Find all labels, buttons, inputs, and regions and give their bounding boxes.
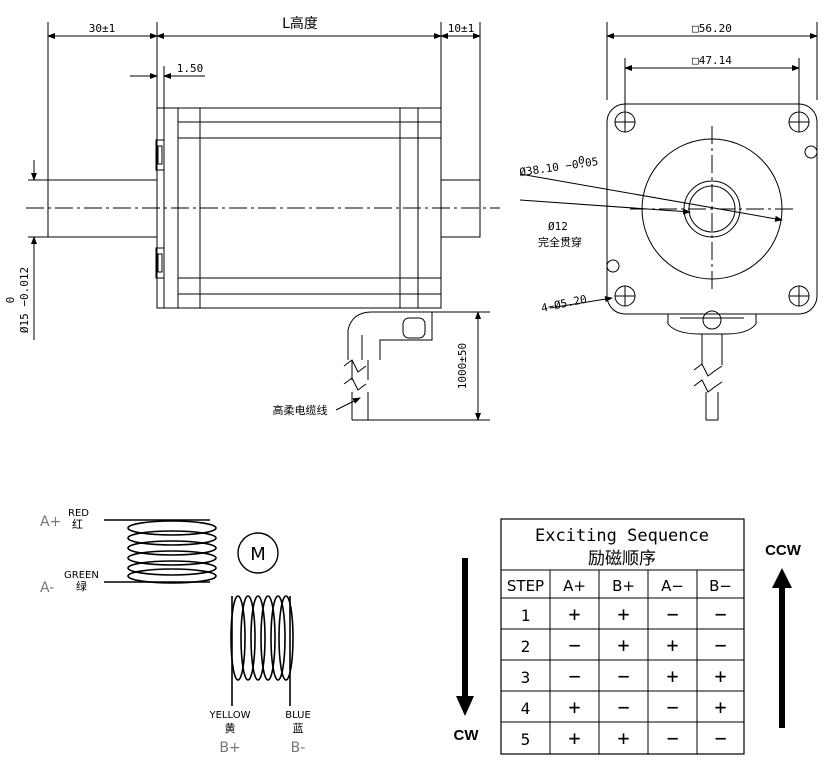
dim-shaft-length: 30±1 <box>89 22 116 35</box>
terminal-b-plus: B+ <box>219 740 240 756</box>
table-cell: + <box>617 602 629 626</box>
table-cell: + <box>617 633 629 657</box>
side-view <box>26 22 500 421</box>
table-header-cell: B+ <box>612 577 635 595</box>
table-cell: − <box>714 633 726 657</box>
table-cell: + <box>666 664 678 688</box>
table-title-cn: 励磁顺序 <box>588 549 656 569</box>
ccw-arrow-icon <box>772 568 792 728</box>
table-cell: + <box>568 695 580 719</box>
wire-color-red-cn: 红 <box>72 518 83 531</box>
table-title-en: Exciting Sequence <box>535 526 709 546</box>
terminal-a-plus: A+ <box>40 514 61 530</box>
wire-color-green-cn: 绿 <box>76 579 87 593</box>
table-header-row: STEP A+ B+ A− B− <box>507 577 732 595</box>
wiring-labels: A+ RED 红 A- GREEN 绿 M YELLOW 黄 B+ BLUE 蓝… <box>40 508 311 756</box>
ccw-label: CCW <box>765 542 802 559</box>
motor-symbol-circle <box>237 532 279 574</box>
table-cell: + <box>617 726 629 750</box>
table-header-cell: A+ <box>563 577 586 595</box>
table-cell: 5 <box>521 730 531 749</box>
dim-boss-tol-top: 0 <box>578 154 585 167</box>
wire-color-blue-cn: 蓝 <box>293 722 304 735</box>
table-cell: − <box>714 602 726 626</box>
table-cell: + <box>568 602 580 626</box>
table-cell: − <box>617 695 629 719</box>
table-row: 4 + − − + <box>521 695 727 719</box>
table-cell: − <box>568 633 580 657</box>
cw-label: CW <box>454 727 480 744</box>
cable-label: 高柔电缆线 <box>273 403 328 417</box>
dim-shaft-tol-top: 0 <box>4 297 17 304</box>
table-cell: + <box>568 726 580 750</box>
dim-flange: 1.50 <box>177 62 204 75</box>
table-cell: 4 <box>521 699 531 718</box>
table-cell: + <box>666 633 678 657</box>
table-cell: 3 <box>521 668 531 687</box>
bore-note: 完全贯穿 <box>538 235 582 249</box>
table-row: 3 − − + + <box>521 664 727 688</box>
wire-color-yellow: YELLOW <box>209 710 251 721</box>
terminal-a-minus: A- <box>40 580 54 596</box>
table-cell: 1 <box>521 606 531 625</box>
dim-body-length: L高度 <box>282 15 318 32</box>
side-view-labels: 30±1 L高度 10±1 1.50 0 Ø15 −0.012 1000±50 … <box>4 15 474 417</box>
terminal-b-minus: B- <box>291 740 306 756</box>
wiring-diagram <box>104 519 294 706</box>
table-header-cell: B− <box>709 577 732 595</box>
table-cell: − <box>666 726 678 750</box>
table-cell: − <box>617 664 629 688</box>
table-row: 1 + + − − <box>521 602 727 626</box>
front-view <box>519 22 818 421</box>
table-row: 5 + + − − <box>521 726 727 750</box>
dim-hole-pitch: □47.14 <box>692 54 732 67</box>
dim-flange-square: □56.20 <box>692 22 732 35</box>
dim-boss-diameter: Ø38.10 −0.05 <box>519 155 600 179</box>
table-cell: + <box>714 664 726 688</box>
dim-cable-length: 1000±50 <box>456 343 469 389</box>
table-cell: − <box>666 602 678 626</box>
table-cell: − <box>666 695 678 719</box>
dim-mount-holes: 4−Ø5.20 <box>540 293 588 315</box>
table-cell: 2 <box>521 637 531 656</box>
dim-rear-shaft: 10±1 <box>448 22 475 35</box>
wire-color-green: GREEN <box>64 570 99 581</box>
table-header-cell: A− <box>661 577 684 595</box>
table-cell: − <box>714 726 726 750</box>
sequence-table: Exciting Sequence 励磁顺序 STEP A+ B+ A− B− … <box>500 518 745 755</box>
dim-shaft-diameter: Ø15 −0.012 <box>18 267 31 333</box>
wire-color-blue: BLUE <box>285 710 311 721</box>
table-header-cell: STEP <box>507 577 544 595</box>
wire-color-yellow-cn: 黄 <box>225 721 236 735</box>
cw-arrow-icon <box>456 558 474 716</box>
wire-color-red: RED <box>68 508 89 519</box>
table-row: 2 − + + − <box>521 633 727 657</box>
table-cell: + <box>714 695 726 719</box>
table-cell: − <box>568 664 580 688</box>
motor-symbol-label: M <box>250 544 266 565</box>
dim-bore-diameter: Ø12 <box>548 220 568 233</box>
